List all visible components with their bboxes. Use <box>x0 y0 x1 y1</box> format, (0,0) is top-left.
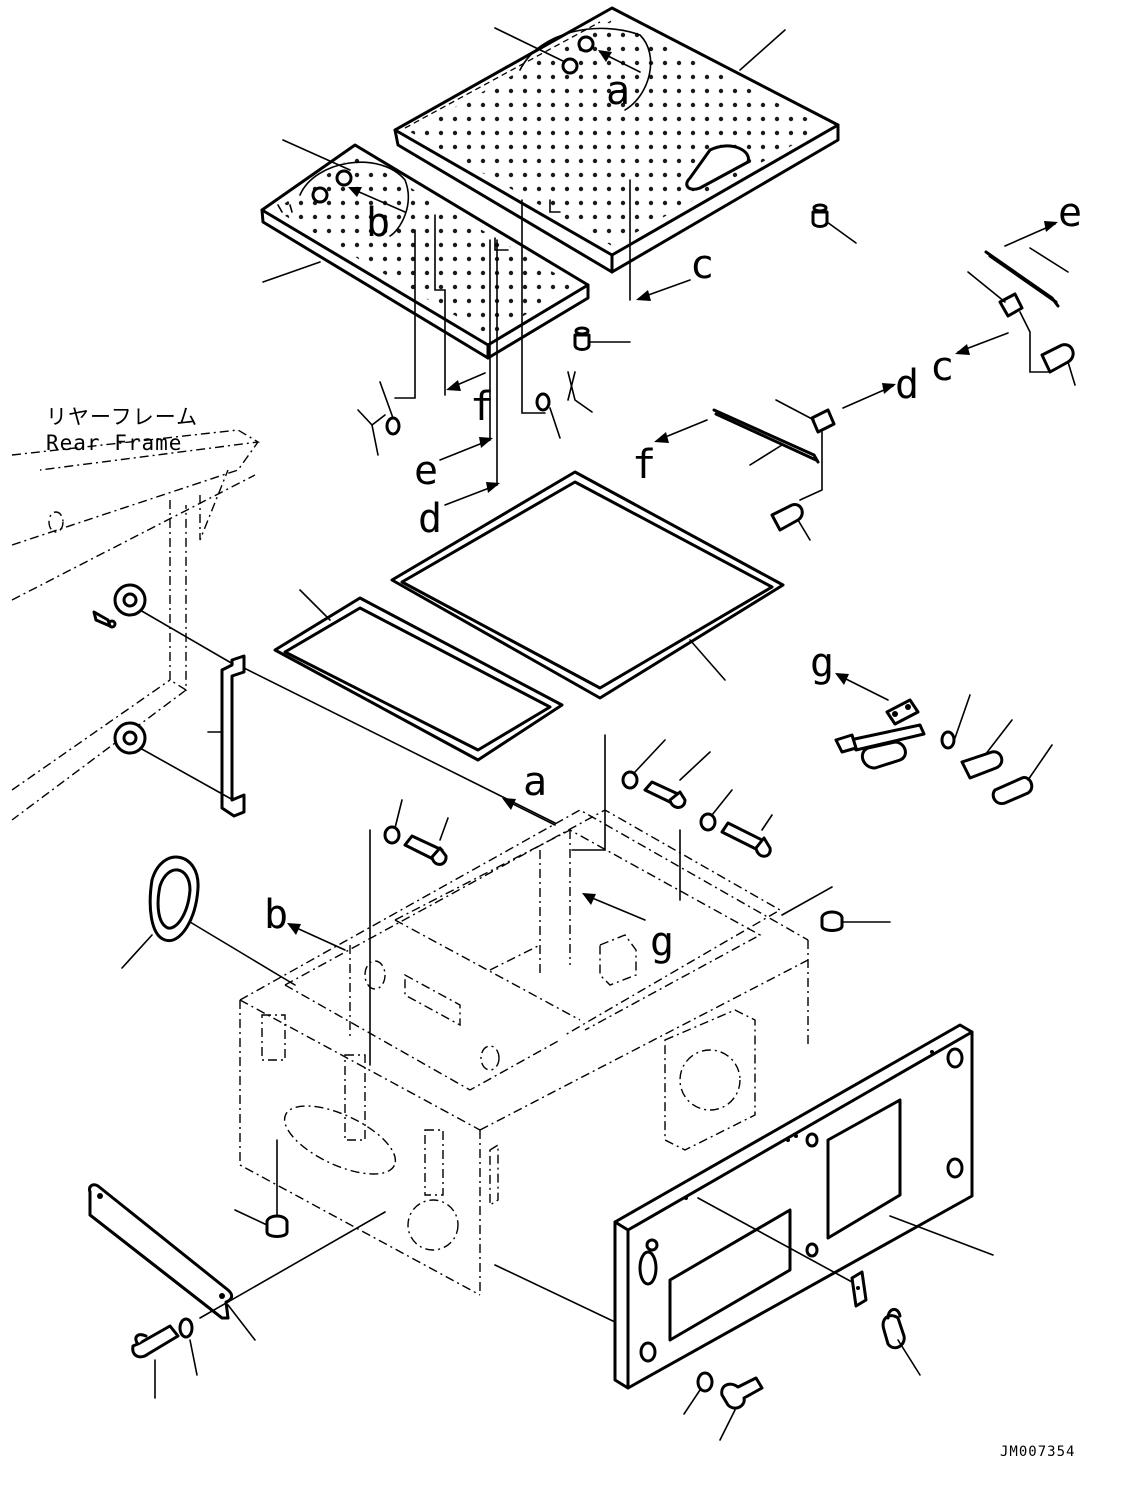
lock-rod-lower <box>712 399 836 501</box>
ref-letter-b-cover: b <box>366 200 390 246</box>
rear-frame-label-jp: リヤーフレーム <box>46 405 198 429</box>
side-cover-plate <box>88 1183 386 1341</box>
hinge-assembly <box>834 694 1053 806</box>
ref-letter-f-left: f <box>470 384 494 430</box>
washer-bolt-bottom-right <box>683 1371 764 1441</box>
large-perforated-cover <box>393 6 840 274</box>
ref-letter-d-left: d <box>418 496 442 542</box>
rubber-bumper-top <box>811 203 857 244</box>
ref-letter-d-rod: d <box>895 362 919 408</box>
ref-letter-f-rod: f <box>632 442 656 488</box>
cable-grommet <box>121 855 296 986</box>
rubber-mount-bottom <box>234 1139 289 1238</box>
rubber-mount-right <box>781 886 891 932</box>
clip-left <box>357 409 386 456</box>
washer-bolt-set-3 <box>383 799 449 866</box>
bolt-upper-right <box>1040 343 1076 386</box>
gasket-large <box>390 470 785 700</box>
rubber-bumper-small <box>573 326 631 351</box>
latch <box>697 1197 868 1308</box>
gasket-small <box>273 589 564 762</box>
ref-letter-a-box: a <box>523 759 547 805</box>
ref-letter-g-box: g <box>650 919 674 965</box>
drawing-code: JM007354 <box>1000 1444 1075 1460</box>
rear-frame-label-en: Rear Frame <box>46 431 182 455</box>
rear-frame <box>11 429 261 821</box>
padlock <box>881 1308 921 1376</box>
washer-mid <box>535 392 561 439</box>
ref-letter-g-hinge: g <box>810 640 834 686</box>
washer-bolt-set-1 <box>621 739 711 809</box>
ref-letter-e-rod: e <box>1058 190 1082 236</box>
ref-letter-a-cover: a <box>606 68 630 114</box>
washer-left <box>379 381 401 436</box>
front-panel <box>494 1023 994 1390</box>
reference-arrows <box>287 50 1058 951</box>
bolt-lower-rod <box>770 503 811 541</box>
ref-letter-b-box: b <box>264 892 288 938</box>
battery-box <box>239 809 809 1296</box>
ref-letter-c-rod: c <box>930 344 954 390</box>
washer-bolt-set-2 <box>699 789 773 858</box>
ref-letter-e-left: e <box>414 448 438 494</box>
small-perforated-cover <box>260 143 590 360</box>
washer-bolt-bottom-left <box>131 1317 198 1399</box>
clip-mid <box>567 371 593 413</box>
ref-letter-c-cover: c <box>690 242 714 288</box>
lock-rod-upper <box>967 247 1069 373</box>
